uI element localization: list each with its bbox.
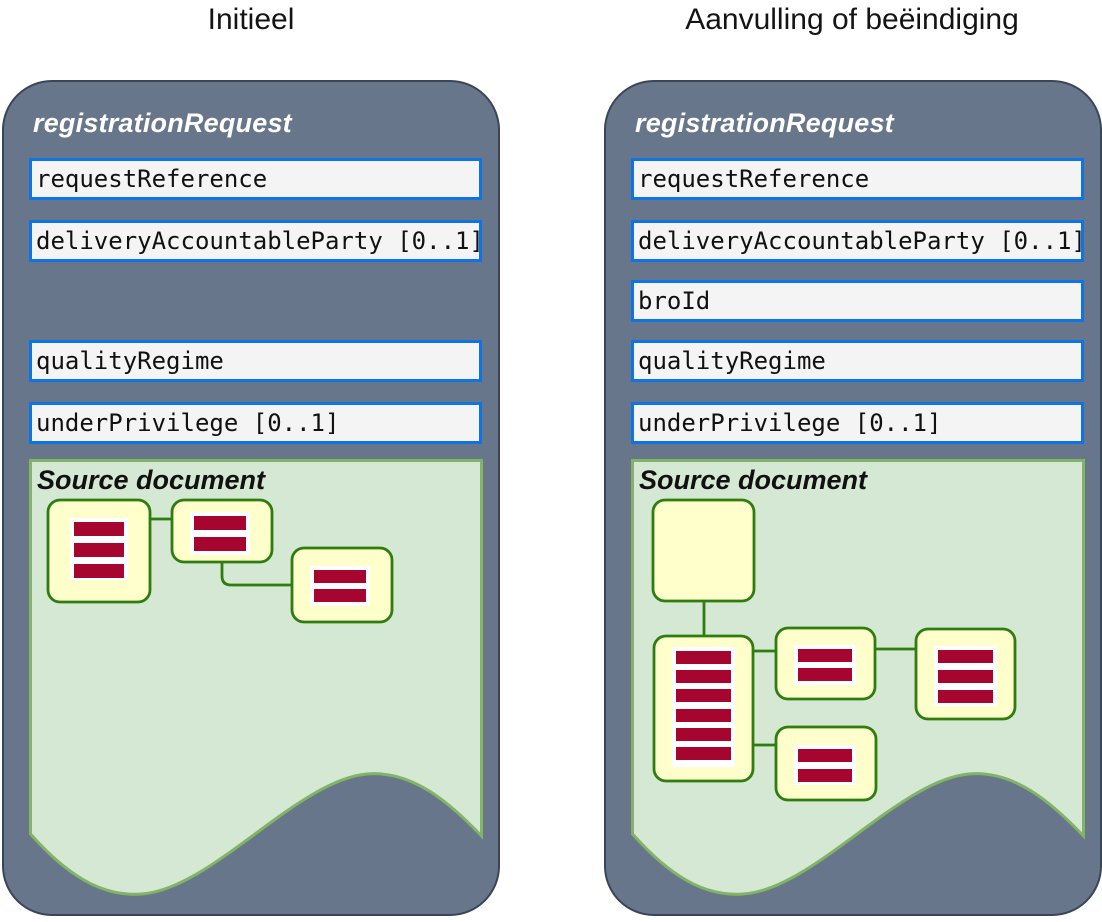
document-text-bar <box>74 522 124 536</box>
document-text-bar <box>194 516 246 530</box>
source-document-diagram <box>631 459 1085 896</box>
document-text-bar <box>676 651 731 664</box>
document-node <box>46 498 152 604</box>
document-node <box>774 626 877 701</box>
document-text-bar <box>798 649 852 662</box>
field-delivery-accountable-party: deliveryAccountableParty [0..1] <box>29 220 482 262</box>
field-quality-regime: qualityRegime <box>29 340 482 382</box>
field-bro-id: broId <box>631 280 1084 322</box>
document-text-bar <box>676 747 731 760</box>
source-document-title: Source document <box>37 465 266 495</box>
document-text-bar <box>938 690 993 703</box>
source-document-area: Source document <box>29 459 483 905</box>
document-node-empty <box>651 498 756 603</box>
panel-aanvulling: registrationRequest requestReference del… <box>604 80 1102 916</box>
field-request-reference: requestReference <box>29 158 482 200</box>
source-document-area: Source document <box>631 459 1085 905</box>
document-text-bar <box>314 589 366 602</box>
connector-line <box>220 562 292 587</box>
document-node <box>290 546 394 624</box>
document-text-bar <box>676 689 731 702</box>
field-request-reference: requestReference <box>631 158 1084 200</box>
panel-header: registrationRequest <box>635 108 894 138</box>
document-text-bar <box>74 564 124 578</box>
document-text-bar <box>798 668 852 681</box>
field-delivery-accountable-party: deliveryAccountableParty [0..1] <box>631 220 1084 262</box>
document-text-bar <box>74 543 124 557</box>
source-document-diagram <box>29 459 483 896</box>
column-title-initieel: Initieel <box>207 3 295 36</box>
document-node <box>774 725 878 802</box>
field-quality-regime: qualityRegime <box>631 340 1084 382</box>
document-text-bar <box>938 670 993 683</box>
document-text-bar <box>938 650 993 663</box>
document-text-bar <box>798 749 852 762</box>
document-node <box>652 634 755 783</box>
document-text-bar <box>676 728 731 741</box>
field-under-privilege: underPrivilege [0..1] <box>631 402 1084 444</box>
source-document-title: Source document <box>639 465 868 495</box>
document-text-bar <box>314 570 366 583</box>
field-under-privilege: underPrivilege [0..1] <box>29 402 482 444</box>
panel-header: registrationRequest <box>33 108 292 138</box>
document-text-bar <box>798 769 852 782</box>
panel-initieel: registrationRequest requestReference del… <box>2 80 500 916</box>
column-title-aanvulling: Aanvulling of beëindiging <box>685 3 1019 36</box>
document-node <box>170 498 274 564</box>
document-text-bar <box>676 670 731 683</box>
document-text-bar <box>194 537 246 551</box>
document-text-bar <box>676 709 731 722</box>
document-node <box>914 627 1017 721</box>
